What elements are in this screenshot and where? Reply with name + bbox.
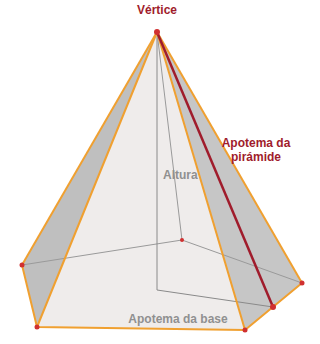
base-apothem-label: Apotema da base <box>126 312 229 326</box>
pyramid-apothem-label: Apotema da pirámide <box>216 136 296 164</box>
vertex-label: Vértice <box>137 3 177 17</box>
pyramid-apothem-line <box>157 32 273 307</box>
right-face <box>157 32 302 330</box>
visible-edges <box>22 32 302 330</box>
height-line <box>157 32 158 290</box>
height-label: Altura <box>163 168 198 182</box>
hidden-edges <box>22 32 302 283</box>
base-apothem-line <box>157 290 273 307</box>
vertex-dots <box>20 29 305 333</box>
